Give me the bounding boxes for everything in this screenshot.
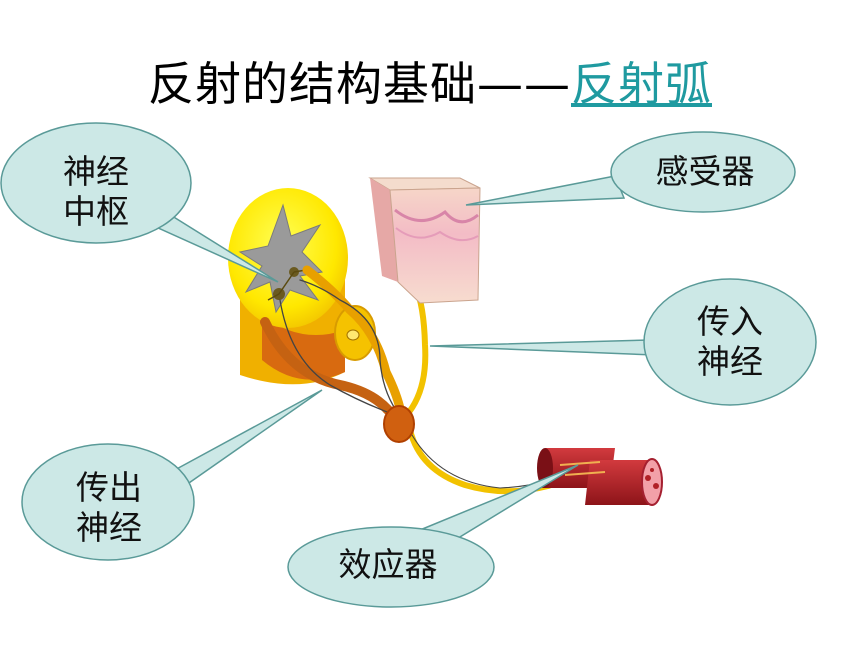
label-nerve-center-line2: 中枢 [63,192,129,231]
skin-block [368,177,481,304]
label-nerve-center-line1: 神经 [63,152,129,191]
spinal-cord [228,188,348,385]
slide-title: 反射的结构基础——反射弧 [0,48,860,114]
label-nerve-center: 神经 中枢 [46,152,146,232]
callout-nerve-center [0,122,279,283]
label-receptor: 感受器 [640,152,770,192]
callout-afferent [429,278,817,406]
callout-efferent [21,389,323,561]
label-efferent: 传出 神经 [57,468,161,548]
callout-effector [287,464,579,608]
label-receptor-text: 感受器 [655,152,755,191]
reflex-arc-link[interactable]: 反射弧 [571,57,712,111]
label-afferent-line2: 神经 [697,342,763,381]
nerve-junction [383,405,415,443]
callout-receptor [465,131,796,213]
title-text: 反射的结构基础—— [148,57,571,111]
label-afferent: 传入 神经 [678,302,782,382]
label-efferent-line2: 神经 [76,508,142,547]
label-efferent-line1: 传出 [76,468,142,507]
gray-matter [238,203,324,314]
label-effector: 效应器 [323,545,453,585]
label-afferent-line1: 传入 [697,302,763,341]
label-effector-text: 效应器 [338,545,438,584]
